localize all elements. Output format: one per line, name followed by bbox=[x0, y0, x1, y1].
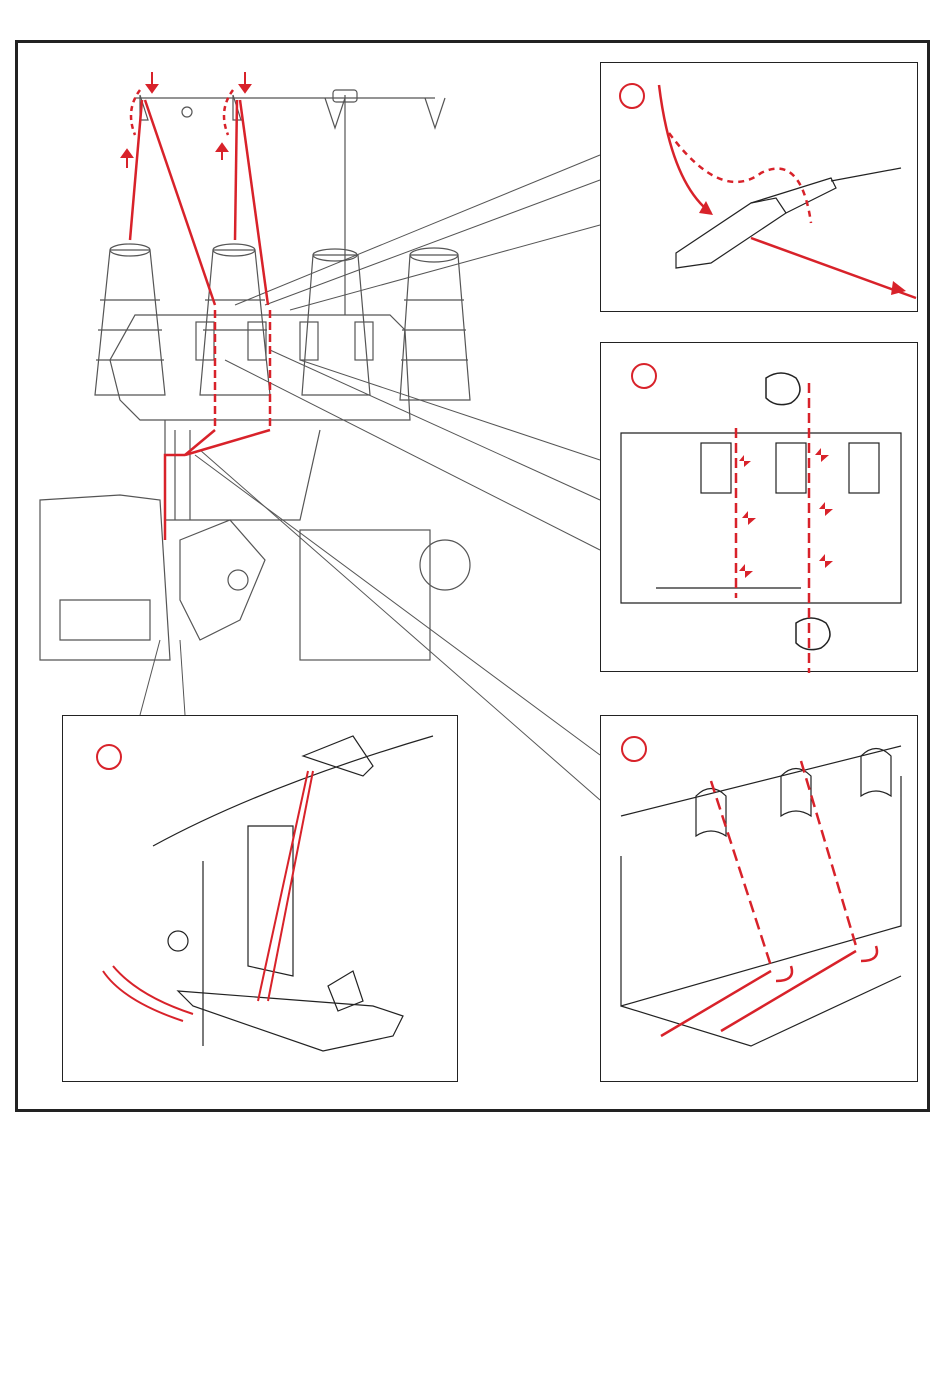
handwheel bbox=[420, 540, 470, 590]
upper-tension-closeup bbox=[601, 716, 919, 1083]
thread-guide-screw bbox=[182, 107, 192, 117]
thread-cone-4 bbox=[400, 248, 470, 400]
tension-dial-closeup bbox=[601, 343, 919, 673]
callout-lines bbox=[140, 155, 600, 800]
hand-icon-top bbox=[766, 373, 800, 405]
hand-icon-bottom bbox=[796, 618, 830, 650]
thread-dashed bbox=[669, 133, 811, 223]
needle-bar-area bbox=[175, 430, 190, 520]
looper-area bbox=[180, 520, 265, 640]
thread-guide-right-2 bbox=[425, 98, 445, 128]
thread-through-guide bbox=[751, 238, 916, 298]
presser-foot bbox=[60, 600, 150, 640]
detail-panel-bottom-right bbox=[600, 715, 918, 1082]
thread-cone-2 bbox=[200, 244, 270, 395]
needle-presser-foot-closeup bbox=[63, 716, 459, 1083]
thread-guide-closeup bbox=[601, 63, 919, 313]
tension-dial-3 bbox=[300, 322, 318, 360]
machine-front-body bbox=[165, 420, 320, 520]
thread-line bbox=[659, 85, 711, 213]
detail-panel-mid-right bbox=[600, 342, 918, 672]
detail-panel-bottom-left bbox=[62, 715, 458, 1082]
looper-knob bbox=[228, 570, 248, 590]
thread-cone-1 bbox=[95, 244, 165, 395]
detail-panel-top-right bbox=[600, 62, 918, 312]
